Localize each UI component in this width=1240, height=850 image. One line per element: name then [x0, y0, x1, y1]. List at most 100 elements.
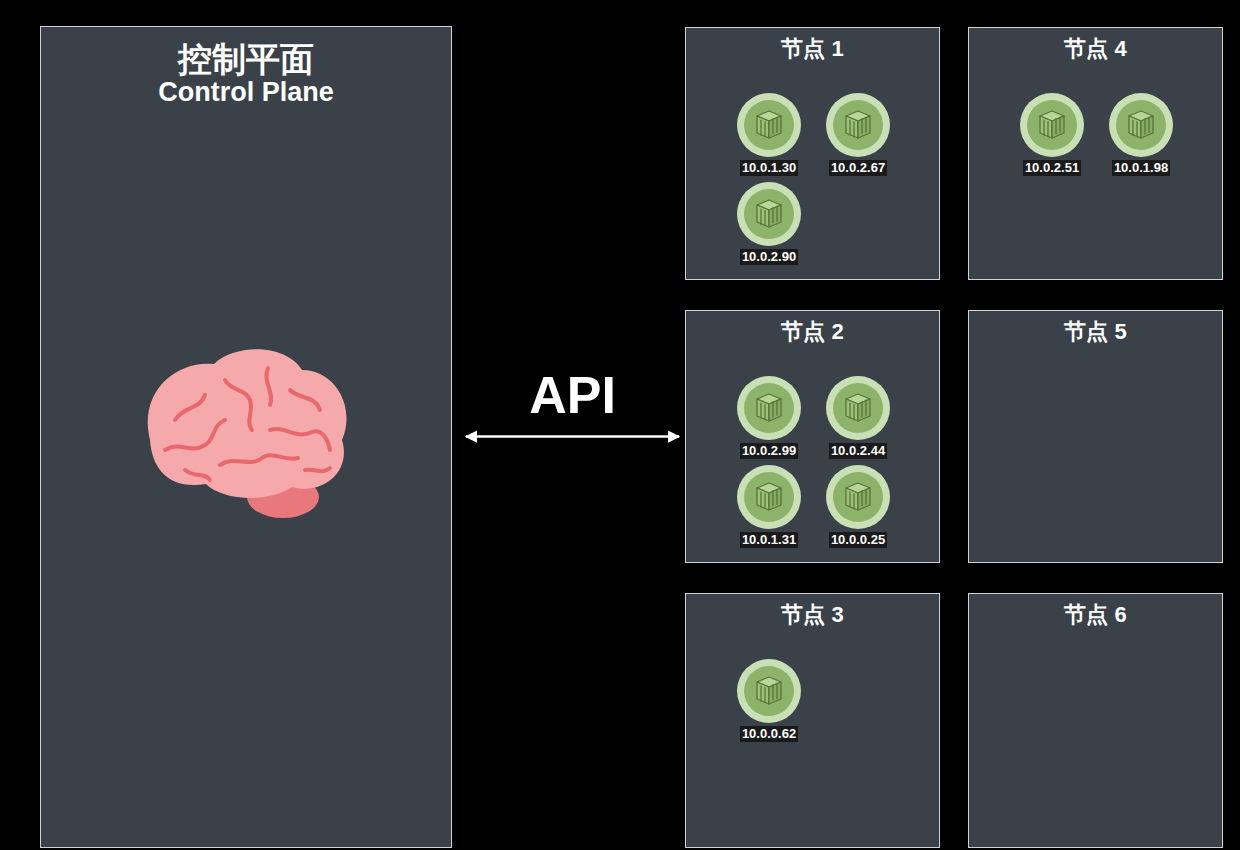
worker-node-box: 节点 1 10.0.1.30 10.0.2.67 10.0.2.90: [685, 27, 940, 280]
cube-left: [846, 116, 858, 138]
pod-core: [744, 100, 794, 150]
pod-ip: 10.0.2.90: [740, 249, 798, 265]
pod-node: 10.0.1.31: [724, 464, 814, 550]
cube-right: [769, 116, 781, 138]
cube-rib: [772, 684, 773, 700]
pod-circle: [736, 464, 802, 530]
cube-rib: [1132, 120, 1133, 136]
cube-left: [757, 682, 769, 704]
cube-rib: [764, 210, 765, 226]
worker-node-box: 节点 210.0.2.9910.0.2.4410.0.1.3110.0.0.25: [685, 310, 940, 563]
pod-node: 10.0.2.51: [1007, 92, 1097, 178]
pod-ip: 10.0.2.51: [1023, 160, 1081, 176]
cube-right: [1141, 116, 1153, 138]
cube-rib: [861, 401, 862, 417]
cube-left: [846, 399, 858, 421]
cube-rib: [1055, 118, 1056, 134]
worker-node-box: 节点 5: [968, 310, 1223, 563]
panel-subtitle: Control Plane: [41, 78, 451, 108]
cube-left: [757, 399, 769, 421]
cube-rib: [1144, 118, 1145, 134]
cube-left: [1040, 116, 1052, 138]
cube-left: [757, 116, 769, 138]
container-cube: [846, 111, 870, 138]
pod-circle: [736, 92, 802, 158]
pod-circle: [736, 375, 802, 441]
cube-rib: [772, 401, 773, 417]
pod-ring: [826, 465, 890, 529]
container-cube: [1129, 111, 1153, 138]
cube-rib: [1136, 121, 1137, 137]
cube-rib: [776, 400, 777, 416]
cube-right: [769, 205, 781, 227]
cube-rib: [764, 404, 765, 420]
cube-rib: [772, 118, 773, 134]
worker-node-box: 节点 6: [968, 593, 1223, 848]
pod-core: [833, 472, 883, 522]
pod-core: [833, 383, 883, 433]
cube-rib: [776, 206, 777, 222]
cube-left: [757, 205, 769, 227]
pod-node: 10.0.2.99: [724, 375, 814, 461]
container-cube: [757, 200, 781, 227]
pod-ip: 10.0.1.30: [740, 160, 798, 176]
cube-right: [769, 488, 781, 510]
pod-ring: [826, 376, 890, 440]
cube-rib: [861, 118, 862, 134]
pod-ip: 10.0.1.31: [740, 532, 798, 548]
pod-circle: [736, 658, 802, 724]
cube-rib: [764, 687, 765, 703]
pod-ip: 10.0.0.25: [829, 532, 887, 548]
pod-ring: [826, 93, 890, 157]
cube-rib: [853, 493, 854, 509]
cube-rib: [853, 121, 854, 137]
pod-core: [744, 666, 794, 716]
cube-rib: [1059, 117, 1060, 133]
pod-node: 10.0.1.98: [1096, 92, 1186, 178]
pod-ring: [737, 659, 801, 723]
pod-ip: 10.0.2.99: [740, 443, 798, 459]
pod-node: 10.0.0.62: [724, 658, 814, 744]
container-cube: [757, 677, 781, 704]
pod-core: [1027, 100, 1077, 150]
connector-label: API: [529, 369, 616, 421]
pod-node: 10.0.2.44: [813, 375, 903, 461]
cube-rib: [849, 492, 850, 508]
pod-core: [744, 383, 794, 433]
cube-left: [1129, 116, 1141, 138]
container-cube: [846, 483, 870, 510]
cube-rib: [865, 400, 866, 416]
pod-circle: [825, 375, 891, 441]
cube-rib: [776, 683, 777, 699]
cube-right: [1052, 116, 1064, 138]
node-title: 节点 3: [686, 602, 939, 628]
pod-circle: [825, 92, 891, 158]
cube-rib: [1148, 117, 1149, 133]
pod-circle: [1108, 92, 1174, 158]
pod-ring: [1109, 93, 1173, 157]
cube-rib: [776, 489, 777, 505]
cube-rib: [760, 403, 761, 419]
pod-node: 10.0.0.25: [813, 464, 903, 550]
cube-right: [858, 116, 870, 138]
container-cube: [757, 111, 781, 138]
pod-ring: [1020, 93, 1084, 157]
control-plane-panel: 控制平面Control Plane: [40, 26, 452, 848]
node-title: 节点 6: [969, 602, 1222, 628]
container-cube: [1040, 111, 1064, 138]
api-connector: [466, 435, 679, 438]
cube-rib: [853, 404, 854, 420]
cube-left: [846, 488, 858, 510]
cube-rib: [764, 121, 765, 137]
worker-node-box: 节点 3 10.0.0.62: [685, 593, 940, 848]
pod-circle: [825, 464, 891, 530]
cube-rib: [861, 490, 862, 506]
pod-ip: 10.0.2.67: [829, 160, 887, 176]
cube-rib: [760, 209, 761, 225]
container-cube: [757, 483, 781, 510]
pod-core: [744, 472, 794, 522]
node-title: 节点 1: [686, 36, 939, 62]
pod-node: 10.0.1.30: [724, 92, 814, 178]
cube-rib: [865, 117, 866, 133]
